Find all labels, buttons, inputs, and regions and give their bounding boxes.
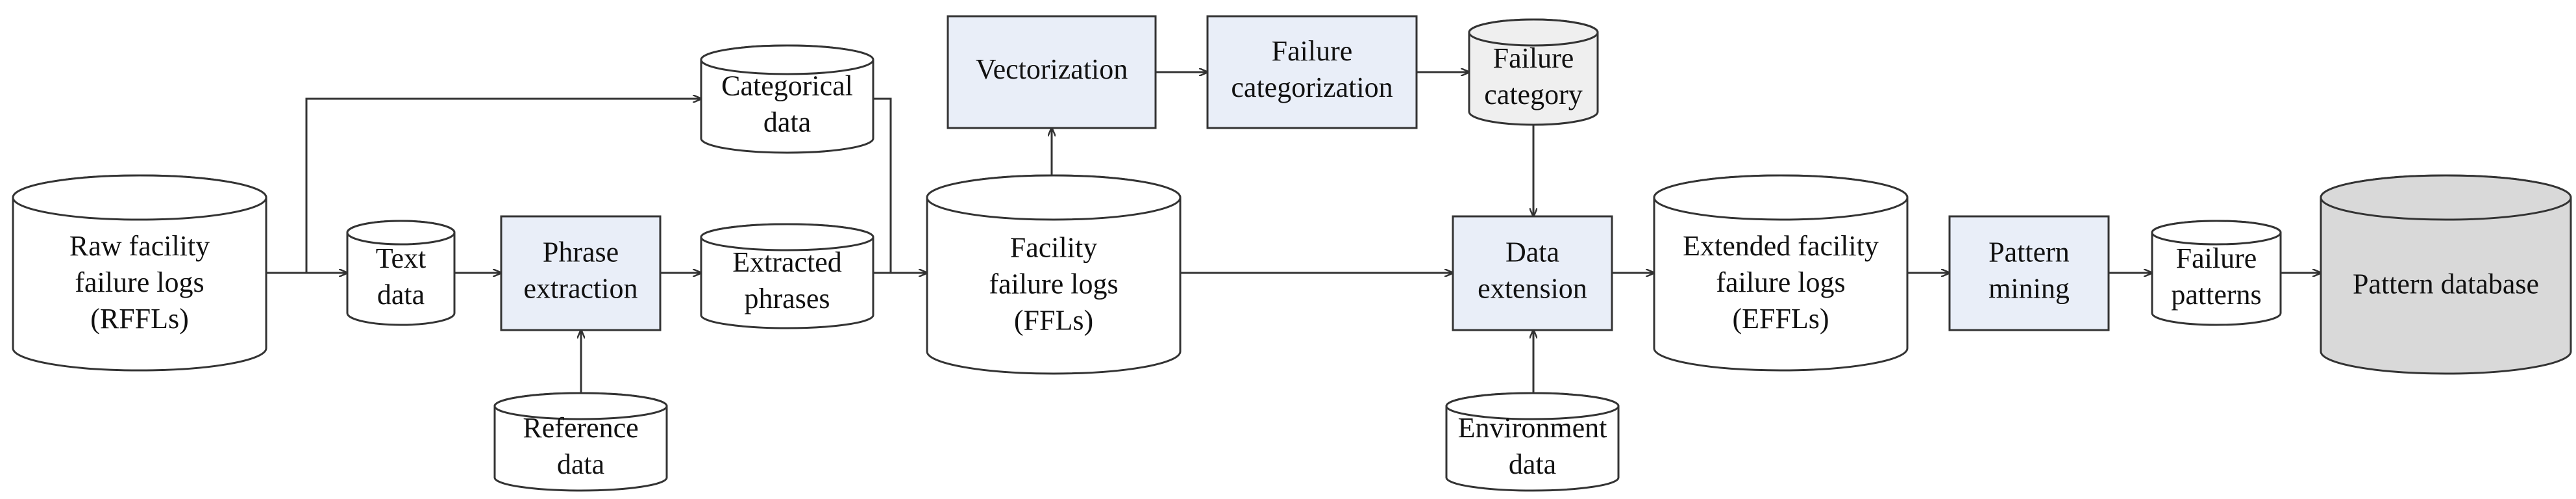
failure-category-label: Failure category (1484, 42, 1582, 110)
environment-data-label: Environment data (1458, 412, 1607, 480)
label-line: Failure (2176, 242, 2257, 274)
ffls-label: Facility failure logs (FFLs) (989, 231, 1118, 336)
failure-categorization-label: Failure categorization (1231, 35, 1393, 103)
label-line: data (377, 279, 425, 311)
process-box (1206, 15, 1418, 129)
effls-label: Extended facility failure logs (EFFLs) (1683, 230, 1879, 335)
label-line: extraction (524, 273, 638, 305)
cylinder-top (700, 44, 874, 75)
pattern-mining-label: Pattern mining (1988, 237, 2070, 305)
pattern-mining-process: Pattern mining (1948, 215, 2110, 331)
extracted-phrases-label: Extracted phrases (732, 246, 842, 314)
label-line: data (763, 107, 811, 138)
failure-category-datastore: Failure category (1468, 18, 1599, 126)
label-line: Categorical (721, 70, 853, 102)
label-line: Environment (1458, 412, 1607, 444)
label-line: Pattern (1988, 237, 2070, 268)
text-data-datastore: Text data (346, 220, 456, 326)
label-line: mining (1988, 273, 2070, 305)
vectorization-label: Vectorization (976, 53, 1128, 85)
label-line: (FFLs) (1014, 304, 1093, 336)
cylinder-top (1653, 174, 1909, 221)
categorical-data-datastore: Categorical data (700, 44, 874, 154)
reference-data-label: Reference data (523, 412, 638, 480)
label-line: categorization (1231, 71, 1393, 103)
process-box (500, 215, 662, 331)
ffls-datastore: Facility failure logs (FFLs) (926, 174, 1182, 375)
extracted-phrases-datastore: Extracted phrases (700, 223, 874, 329)
process-box (1452, 215, 1613, 331)
label-line: phrases (745, 283, 830, 314)
label-line: Facility (1010, 231, 1097, 263)
label-line: Reference (523, 412, 638, 444)
cylinder-top (2151, 220, 2282, 246)
vectorization-process: Vectorization (947, 15, 1157, 129)
label-line: Phrase (543, 237, 619, 268)
categorical-data-label: Categorical data (721, 70, 853, 138)
data-extension-process: Data extension (1452, 215, 1613, 331)
data-extension-label: Data extension (1478, 237, 1587, 305)
label-line: (RFFLs) (90, 303, 189, 335)
cylinder-top (926, 174, 1182, 221)
failure-patterns-datastore: Failure patterns (2151, 220, 2282, 326)
label-line: Failure (1493, 42, 1574, 74)
edges (266, 72, 2321, 393)
label-line: (EFFLs) (1732, 303, 1829, 335)
cylinder-top (2320, 174, 2572, 221)
environment-data-datastore: Environment data (1445, 392, 1620, 492)
phrase-extraction-process: Phrase extraction (500, 215, 662, 331)
cylinder-top (1445, 392, 1620, 420)
label-line: Extracted (732, 246, 842, 278)
process-box (947, 15, 1157, 129)
text-data-label: Text data (376, 242, 427, 311)
raw-logs-datastore: Raw facility failure logs (RFFLs) (12, 174, 267, 372)
categorical-to-ffls-arrow (873, 97, 892, 273)
reference-data-datastore: Reference data (493, 392, 668, 492)
effls-datastore: Extended facility failure logs (EFFLs) (1653, 174, 1909, 372)
label-line: Extended facility (1683, 230, 1879, 262)
raw-to-categorical-arrow (305, 99, 701, 273)
label-line: Failure (1272, 35, 1353, 67)
pattern-database-datastore: Pattern database (2320, 174, 2572, 375)
cylinder-top (700, 223, 874, 251)
label-line: Data (1505, 237, 1559, 268)
process-box (1948, 215, 2110, 331)
label-line: failure logs (1716, 266, 1845, 298)
cylinder-top (346, 220, 456, 246)
raw-logs-label: Raw facility failure logs (RFFLs) (69, 230, 210, 335)
label-line: data (1509, 448, 1556, 480)
label-line: data (557, 448, 604, 480)
cylinder-top (1468, 18, 1599, 47)
phrase-extraction-label: Phrase extraction (524, 237, 638, 305)
label-line: failure logs (989, 268, 1118, 300)
cylinder-top (12, 174, 267, 221)
label-line: patterns (2171, 279, 2261, 311)
label-line: extension (1478, 273, 1587, 305)
label-line: Raw facility (69, 230, 210, 262)
label-line: Vectorization (976, 53, 1128, 85)
label-line: failure logs (75, 266, 204, 298)
failure-categorization-process: Failure categorization (1206, 15, 1418, 129)
label-line: category (1484, 79, 1582, 110)
failure-patterns-label: Failure patterns (2171, 242, 2261, 311)
pattern-database-label: Pattern database (2353, 268, 2539, 300)
cylinder-top (493, 392, 668, 420)
label-line: Pattern database (2353, 268, 2539, 300)
label-line: Text (376, 242, 427, 274)
